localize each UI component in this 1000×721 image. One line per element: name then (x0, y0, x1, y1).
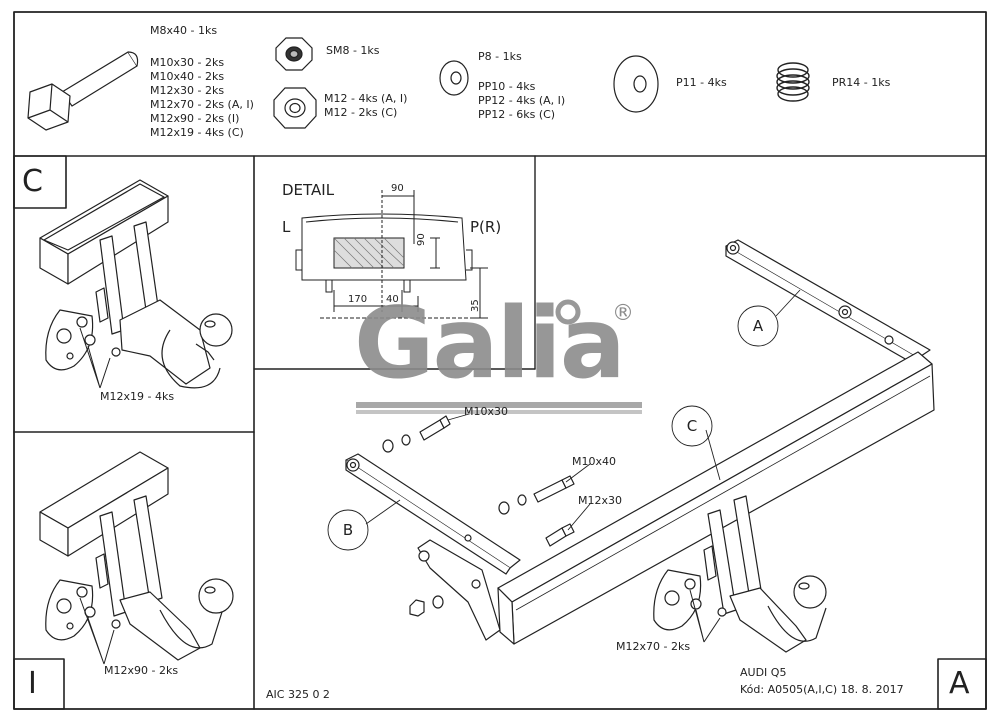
nut-m12-label: M12 - 2ks (C) (324, 106, 398, 119)
bolt-m8x40-drawing (27, 51, 139, 131)
galia-logo-registered-mark: ® (612, 301, 634, 326)
panel-i-drawing (39, 451, 234, 665)
main-assembly-drawing (345, 239, 935, 653)
panel-a-letter: A (949, 666, 970, 701)
panel-c-drawing (39, 179, 233, 389)
washer-p11-label: P11 - 4ks (676, 76, 727, 89)
bolt-m8x40-label: M8x40 - 1ks (150, 24, 218, 37)
callout-b: B (342, 521, 354, 539)
bolt-list-item: M12x19 - 4ks (C) (150, 126, 244, 139)
bolt-list-item: M10x40 - 2ks (150, 70, 225, 83)
code-date-line: Kód: A0505(A,I,C) 18. 8. 2017 (740, 683, 904, 696)
detail-right-label: P(R) (470, 218, 502, 236)
panel-c-bolt-label: M12x19 - 4ks (100, 390, 175, 403)
washer-p11-drawing (613, 55, 659, 113)
washer-p8-drawing (439, 60, 469, 96)
detail-dim-90-top: 90 (391, 183, 404, 194)
nut-sm8-label: SM8 - 1ks (326, 44, 380, 57)
vehicle-name: AUDI Q5 (740, 666, 787, 679)
panel-i-bolt-label: M12x90 - 2ks (104, 664, 179, 677)
detail-dim-40: 40 (386, 294, 399, 305)
bolt-list-item: M12x90 - 2ks (I) (150, 112, 240, 125)
callout-c: C (686, 417, 698, 435)
bolt-list-item: M12x70 - 2ks (A, I) (150, 98, 254, 111)
washer-pp-labels: PP10 - 4ks PP12 - 4ks (A, I) PP12 - 6ks … (478, 80, 598, 124)
detail-drawing (295, 190, 488, 319)
detail-dim-90-side: 90 (416, 233, 427, 246)
nut-sm8-drawing (275, 37, 313, 71)
detail-dim-170: 170 (348, 294, 368, 305)
bolt-list: M10x30 - 2ks M10x40 - 2ks M12x30 - 2ks M… (150, 56, 270, 146)
detail-left-label: L (282, 218, 291, 236)
drawing-code: AIC 325 0 2 (266, 688, 330, 701)
spring-washer-pr14-drawing (776, 62, 810, 102)
callout-a: A (752, 317, 764, 335)
washer-p8-label: P8 - 1ks (478, 50, 522, 63)
label-m12x70: M12x70 - 2ks (616, 640, 691, 653)
nut-m12-drawing (273, 87, 317, 129)
label-m10x40: M10x40 (572, 455, 616, 468)
nut-m12-label: M12 - 4ks (A, I) (324, 92, 408, 105)
galia-logo: Galia (354, 287, 626, 401)
galia-logo-mark (356, 299, 642, 414)
washer-pp-label: PP10 - 4ks (478, 80, 536, 93)
bolt-list-item: M12x30 - 2ks (150, 84, 225, 97)
label-m12x30: M12x30 (578, 494, 622, 507)
label-m10x30: M10x30 (464, 405, 508, 418)
panel-i-letter: I (28, 666, 37, 701)
spring-washer-pr14-label: PR14 - 1ks (832, 76, 891, 89)
bolt-list-item: M10x30 - 2ks (150, 56, 225, 69)
detail-title: DETAIL (282, 181, 335, 199)
panel-c-letter: C (22, 164, 43, 199)
washer-pp-label: PP12 - 6ks (C) (478, 108, 556, 121)
washer-pp-label: PP12 - 4ks (A, I) (478, 94, 566, 107)
nut-m12-labels: M12 - 4ks (A, I) M12 - 2ks (C) (324, 92, 434, 122)
